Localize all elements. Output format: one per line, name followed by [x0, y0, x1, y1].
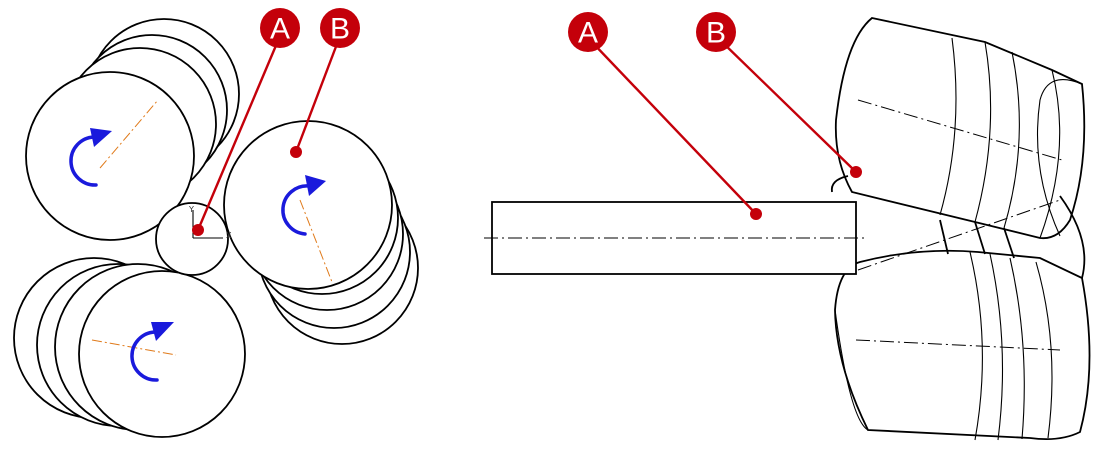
roll-disc	[25, 71, 195, 241]
roll-top-left	[25, 18, 240, 241]
rotation-arrow-icon	[69, 128, 112, 187]
roll-upper-side	[834, 17, 1086, 240]
roll-right	[223, 120, 419, 345]
roll-edge	[974, 221, 986, 255]
roll-band	[1009, 257, 1025, 440]
roll-edge	[939, 219, 949, 255]
roll-band	[1003, 51, 1020, 229]
callout-badge	[696, 12, 736, 52]
roll-centerline	[299, 199, 333, 283]
leader-dot-b-left	[290, 146, 302, 158]
roll-centerline	[857, 99, 1063, 161]
roll-centerline	[99, 99, 159, 169]
side-view	[484, 17, 1091, 441]
leader-dot-a-left	[192, 224, 204, 236]
roll-band	[974, 41, 992, 223]
roll-band	[1039, 69, 1061, 239]
callout-badge	[568, 12, 608, 52]
leader-line-a-right	[589, 39, 757, 215]
leader-dot-b-right	[850, 166, 862, 178]
callout-b-right-label: B	[706, 17, 726, 50]
roll-disc	[78, 270, 246, 438]
callout-b-right: B	[696, 12, 736, 52]
leader-line-a-left	[196, 35, 282, 231]
roll-middle-side	[830, 175, 1086, 279]
callout-b-left: B	[320, 8, 360, 48]
callout-a-left-label: A	[270, 13, 290, 46]
callout-badge	[260, 8, 300, 48]
workpiece-section	[155, 202, 229, 276]
axis-x-label: X	[226, 231, 232, 240]
axis-marker: Y X	[188, 205, 232, 240]
rotation-arrow-icon	[281, 175, 326, 236]
roll-lower-side	[834, 249, 1091, 441]
roll-body	[834, 17, 1086, 240]
roll-disc	[223, 120, 393, 290]
leader-line-b-left	[294, 35, 342, 153]
roll-band	[969, 251, 983, 441]
callout-layer: A B A B	[192, 8, 862, 236]
leader-line-b-right	[719, 39, 857, 173]
rotation-arrow-icon	[130, 322, 174, 382]
roll-centerline	[855, 339, 1061, 351]
callout-a-right-label: A	[578, 17, 598, 50]
callout-b-left-label: B	[330, 13, 350, 46]
leader-dot-a-right	[750, 208, 762, 220]
roll-bottom-left	[13, 257, 246, 438]
roll-centerline	[857, 199, 1061, 271]
roll-edge	[1036, 79, 1083, 237]
roll-edge	[830, 175, 849, 193]
callout-badge	[320, 8, 360, 48]
callout-a-right: A	[568, 12, 608, 52]
axis-y-label: Y	[188, 205, 194, 214]
end-view: Y X	[13, 18, 419, 438]
roll-band	[1035, 261, 1053, 439]
roll-band	[989, 253, 1004, 441]
callout-a-left: A	[260, 8, 300, 48]
roll-edge	[1003, 227, 1015, 259]
roll-edge	[834, 309, 869, 431]
roll-edge	[1059, 195, 1086, 279]
